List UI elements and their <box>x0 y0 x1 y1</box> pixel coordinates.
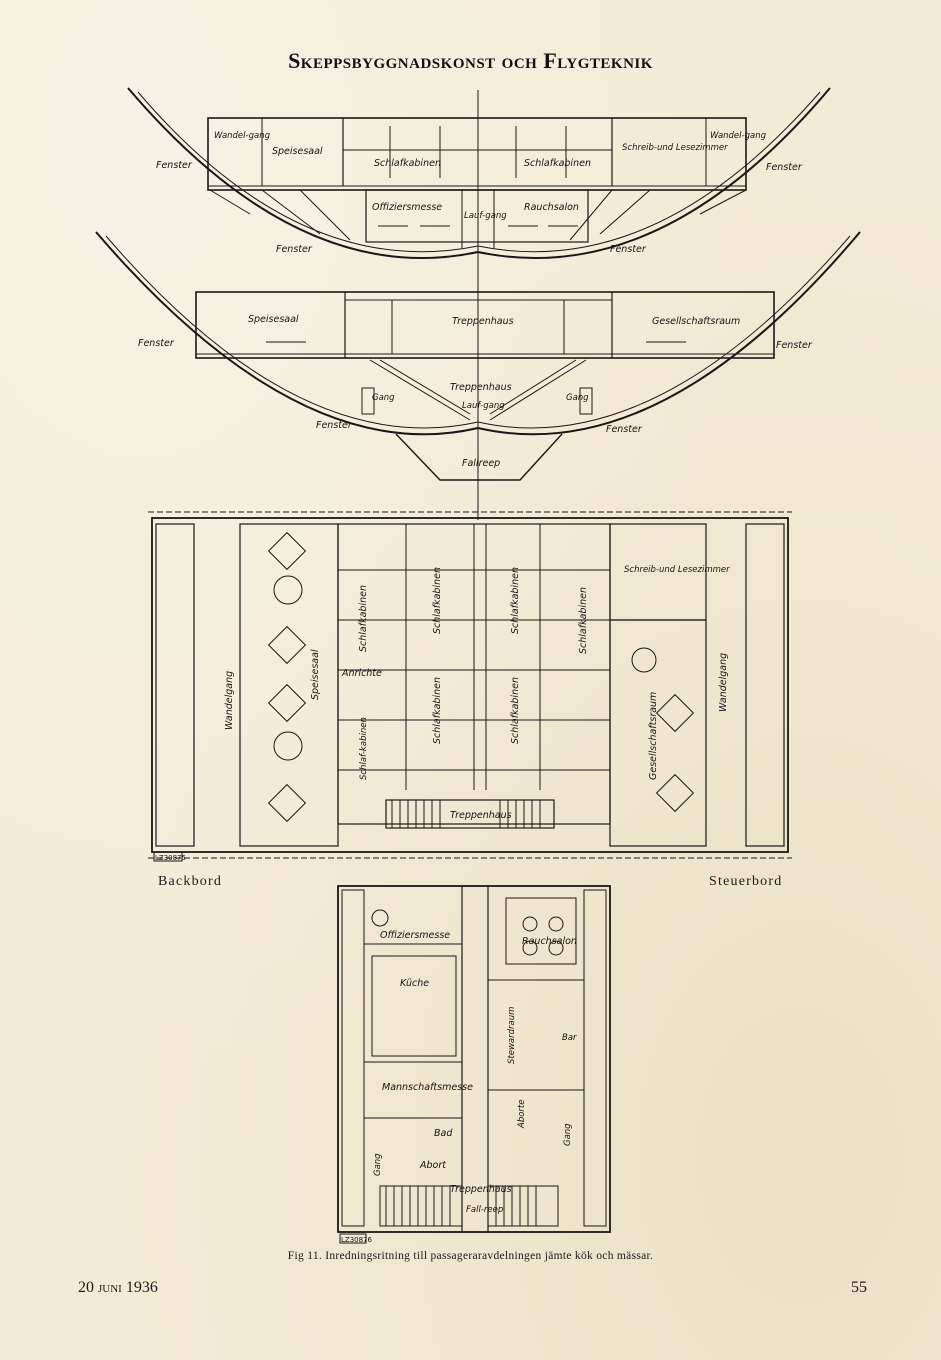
label-dining: Speisesaal <box>272 146 323 157</box>
cross-section-lower: Fenster Fenster Fenster Fenster Speisesa… <box>95 231 861 481</box>
label-s2-stairwell-mid: Treppenhaus <box>450 382 512 393</box>
label-plan-promenade-left: Wandelgang <box>224 671 235 730</box>
label-lower-smoking: Rauchsalon <box>522 936 577 947</box>
label-cabins-left: Schlafkabinen <box>374 158 441 169</box>
label-plan-writing: Schreib-und Lesezimmer <box>624 565 730 575</box>
label-window-right: Fenster <box>766 162 803 173</box>
label-plan-stairwell: Treppenhaus <box>450 810 512 821</box>
footer-date: 20 juni 1936 <box>78 1279 158 1296</box>
label-promenade-left: Wandel-gang <box>214 131 271 141</box>
label-s2-window-low-right: Fenster <box>606 424 643 435</box>
label-s2-gang-left: Gang <box>372 393 395 403</box>
label-plan-cabins-c: Schlafkabinen <box>432 677 443 744</box>
label-smoking: Rauchsalon <box>524 202 579 213</box>
label-plan-cabins-e: Schlafkabinen <box>510 677 521 744</box>
label-plan-dining: Speisesaal <box>310 649 321 700</box>
label-lower-toilet: Abort <box>419 1160 447 1171</box>
label-port-side: Backbord <box>158 874 223 889</box>
label-writing: Schreib-und Lesezimmer <box>622 143 728 153</box>
label-cabins-right: Schlafkabinen <box>524 158 591 169</box>
cross-section-upper: Fenster Fenster Fenster Fenster Wandel-g… <box>127 87 831 520</box>
label-lower-bar: Bar <box>562 1033 577 1043</box>
label-s2-window-left: Fenster <box>138 338 175 349</box>
label-lower-kitchen: Küche <box>400 978 429 989</box>
label-plan-promenade-right: Wandelgang <box>718 653 729 712</box>
label-s2-window-right: Fenster <box>776 340 813 351</box>
label-starboard-side: Steuerbord <box>709 874 783 889</box>
label-s2-gangway: Fallreep <box>462 458 500 469</box>
floor-plan-upper: Wandelgang Wandelgang Speisesaal Anricht… <box>148 511 792 862</box>
label-lower-officers: Offiziersmesse <box>380 930 450 941</box>
label-window-left: Fenster <box>156 160 193 171</box>
label-s2-social: Gesellschaftsraum <box>652 316 740 327</box>
label-plan-cabins-b: Schlafkabinen <box>432 567 443 634</box>
label-lower-gang-left: Gang <box>373 1153 383 1176</box>
page-number: 55 <box>851 1279 867 1296</box>
label-plan-cabins-d: Schlafkabinen <box>510 567 521 634</box>
label-s2-stairwell-top: Treppenhaus <box>452 316 514 327</box>
label-lower-plate-no: LZ30876 <box>341 1236 373 1244</box>
label-window-low-left: Fenster <box>276 244 313 255</box>
label-walkway: Lauf-gang <box>464 211 507 221</box>
label-lower-gang-right: Gang <box>563 1123 573 1146</box>
label-plan-plate-no: LZ30875 <box>155 854 186 862</box>
label-promenade-right: Wandel-gang <box>710 131 767 141</box>
page-title: Skeppsbyggnadskonst och Flygteknik <box>288 48 653 73</box>
label-plan-cabins-a: Schlafkabinen <box>358 585 369 652</box>
label-plan-cabins-f: Schlafkabinen <box>578 587 589 654</box>
label-officers: Offiziersmesse <box>372 202 442 213</box>
label-s2-walkway: Lauf-gang <box>462 401 505 411</box>
label-plan-social: Gesellschaftsraum <box>648 692 659 780</box>
label-lower-stairwell: Treppenhaus <box>450 1184 512 1195</box>
label-plan-cabins-small: Schlaf-kabinen <box>359 717 369 780</box>
label-s2-window-low-left: Fenster <box>316 420 353 431</box>
label-lower-crew: Mannschaftsmesse <box>382 1082 473 1093</box>
figure-caption: Fig 11. Inredningsritning till passagera… <box>287 1250 654 1262</box>
label-lower-bath: Bad <box>434 1128 453 1139</box>
label-lower-gangway: Fall-reep <box>466 1205 503 1215</box>
label-lower-toilets: Aborte <box>517 1100 527 1129</box>
label-s2-dining: Speisesaal <box>248 314 299 325</box>
label-s2-gang-right: Gang <box>566 393 589 403</box>
label-window-low-right: Fenster <box>610 244 647 255</box>
floor-plan-lower: Offiziersmesse Küche Mannschaftsmesse Ba… <box>337 885 611 1244</box>
label-lower-steward: Stewardraum <box>507 1007 517 1064</box>
label-plan-pantry: Anrichte <box>341 668 382 679</box>
